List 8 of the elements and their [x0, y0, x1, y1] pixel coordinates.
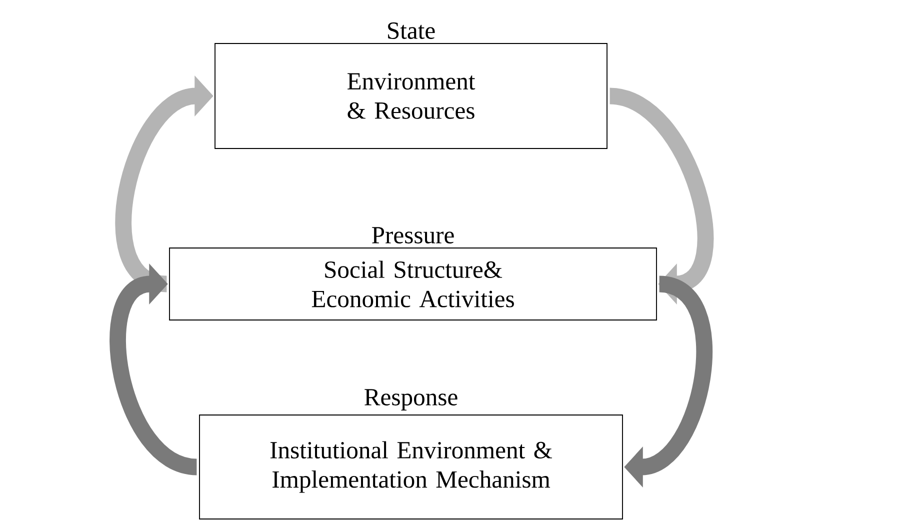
box-heading: Pressure [372, 227, 454, 244]
curved-arrow [608, 88, 714, 304]
box-heading: Response [364, 389, 458, 410]
curved-arrow [110, 264, 198, 476]
box-heading: State [388, 22, 435, 39]
text-box: Environment & Resources [214, 43, 608, 149]
text-box: Institutional Environment & Implementation Mechanism [199, 414, 623, 520]
text-box: Social Structure& Economic Activities [169, 248, 657, 320]
